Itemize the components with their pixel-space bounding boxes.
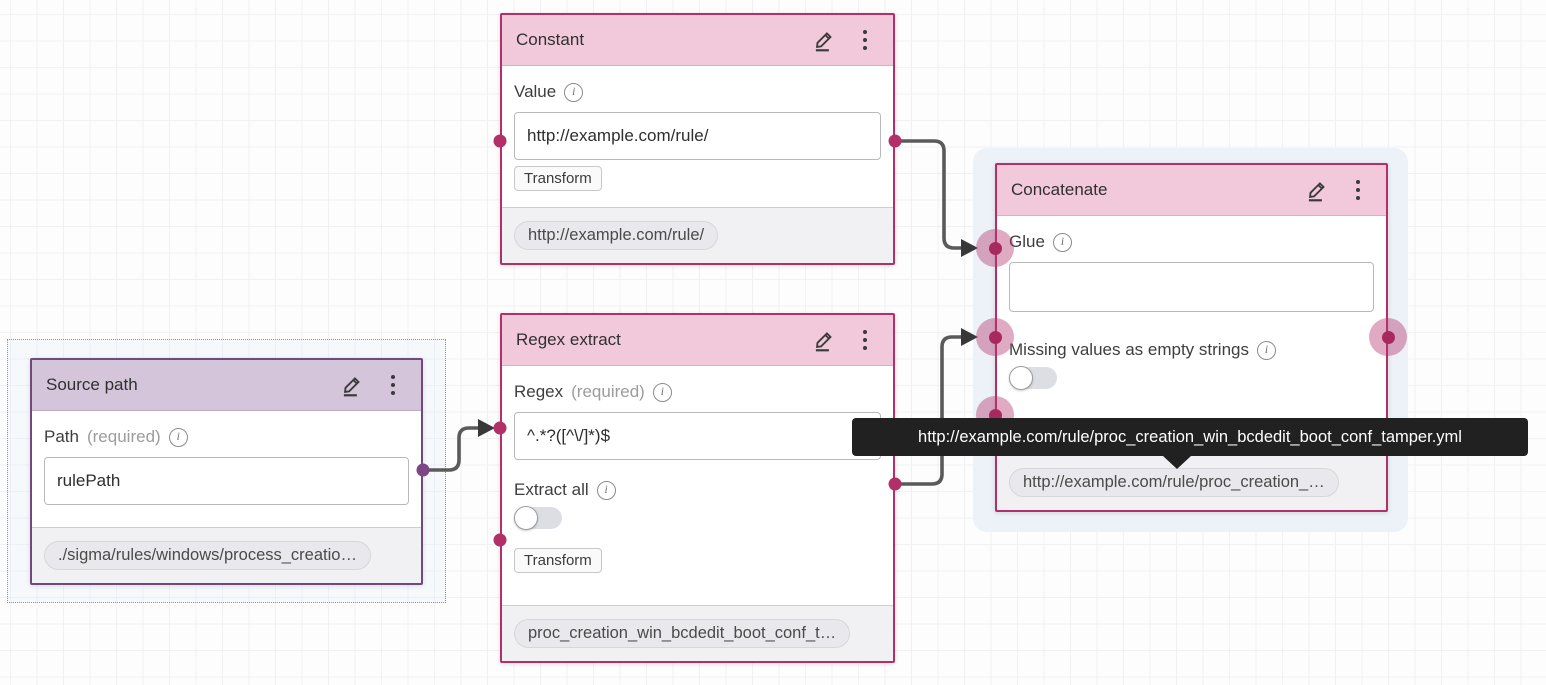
node-constant[interactable]: Constant Value Transform — [500, 13, 895, 265]
edit-button[interactable] — [333, 368, 371, 402]
value-input[interactable] — [514, 112, 881, 160]
pencil-icon — [339, 372, 365, 398]
value-field-label: Value — [514, 82, 557, 101]
port-regex-output[interactable] — [888, 477, 902, 491]
required-label: (required) — [571, 382, 645, 401]
node-title: Constant — [516, 30, 585, 49]
edit-button[interactable] — [805, 23, 843, 57]
transform-chip[interactable]: Transform — [514, 548, 602, 573]
info-icon[interactable] — [652, 382, 672, 402]
node-concatenate-footer: http://example.com/rule/proc_creation_… — [997, 454, 1386, 510]
node-source-footer: ./sigma/rules/windows/process_creatio… — [32, 527, 421, 583]
kebab-menu-icon — [1350, 178, 1367, 203]
pencil-icon — [811, 327, 837, 353]
port-concatenate-output[interactable] — [1369, 318, 1407, 356]
info-icon[interactable] — [168, 427, 188, 447]
result-chip: proc_creation_win_bcdedit_boot_conf_t… — [514, 619, 851, 648]
edit-button[interactable] — [1298, 173, 1336, 207]
node-menu-button[interactable] — [851, 24, 880, 57]
path-field-label: Path — [44, 427, 79, 446]
node-title: Source path — [46, 375, 138, 394]
missing-values-label: Missing values as empty strings — [1009, 340, 1249, 359]
node-menu-button[interactable] — [851, 324, 880, 357]
glue-field-label: Glue — [1009, 232, 1045, 251]
edge-regex-to-concatenate[interactable] — [895, 328, 978, 486]
port-regex-extract-all[interactable] — [493, 533, 507, 547]
node-source-header[interactable]: Source path — [32, 360, 421, 411]
node-menu-button[interactable] — [379, 369, 408, 402]
port-constant-input[interactable] — [493, 134, 507, 148]
node-regex-header[interactable]: Regex extract — [502, 315, 893, 366]
tooltip-text: http://example.com/rule/proc_creation_wi… — [918, 428, 1462, 446]
result-chip: ./sigma/rules/windows/process_creatio… — [44, 541, 371, 570]
port-concatenate-values[interactable] — [976, 318, 1014, 356]
required-label: (required) — [86, 427, 161, 446]
node-concatenate-header[interactable]: Concatenate — [997, 165, 1386, 216]
missing-values-toggle[interactable] — [1009, 366, 1059, 390]
info-icon[interactable] — [596, 480, 616, 500]
regex-field-label: Regex — [514, 382, 564, 401]
info-icon[interactable] — [1052, 232, 1072, 252]
info-icon[interactable] — [564, 82, 584, 102]
node-regex-extract[interactable]: Regex extract Regex (required) — [500, 313, 895, 663]
kebab-menu-icon — [857, 328, 874, 353]
path-input[interactable] — [44, 457, 409, 505]
edge-sourcepath-to-regex[interactable] — [423, 419, 495, 472]
result-chip: http://example.com/rule/proc_creation_… — [1009, 468, 1339, 497]
regex-input[interactable] — [514, 412, 881, 460]
node-title: Regex extract — [516, 330, 621, 349]
node-regex-footer: proc_creation_win_bcdedit_boot_conf_t… — [502, 605, 893, 661]
edge-constant-to-concatenate[interactable] — [895, 139, 978, 257]
node-concatenate[interactable]: Concatenate Glue Miss — [995, 163, 1388, 512]
port-source-output[interactable] — [416, 463, 430, 477]
node-title: Concatenate — [1011, 180, 1108, 199]
toggle-knob — [1009, 366, 1033, 390]
kebab-menu-icon — [385, 373, 402, 398]
pencil-icon — [1304, 177, 1330, 203]
node-source-path[interactable]: Source path Path (required) — [30, 358, 423, 585]
transform-chip[interactable]: Transform — [514, 166, 602, 191]
value-tooltip: http://example.com/rule/proc_creation_wi… — [852, 418, 1528, 469]
node-menu-button[interactable] — [1344, 174, 1373, 207]
extract-all-toggle[interactable] — [514, 506, 564, 530]
node-constant-header[interactable]: Constant — [502, 15, 893, 66]
info-icon[interactable] — [1256, 340, 1276, 360]
glue-input[interactable] — [1009, 262, 1374, 312]
extract-all-label: Extract all — [514, 480, 589, 499]
port-concatenate-glue[interactable] — [976, 229, 1014, 267]
kebab-menu-icon — [857, 28, 874, 53]
port-constant-output[interactable] — [888, 134, 902, 148]
result-chip: http://example.com/rule/ — [514, 221, 719, 250]
edit-button[interactable] — [805, 323, 843, 357]
port-regex-input[interactable] — [493, 421, 507, 435]
toggle-knob — [514, 506, 538, 530]
pencil-icon — [811, 27, 837, 53]
node-constant-footer: http://example.com/rule/ — [502, 207, 893, 263]
